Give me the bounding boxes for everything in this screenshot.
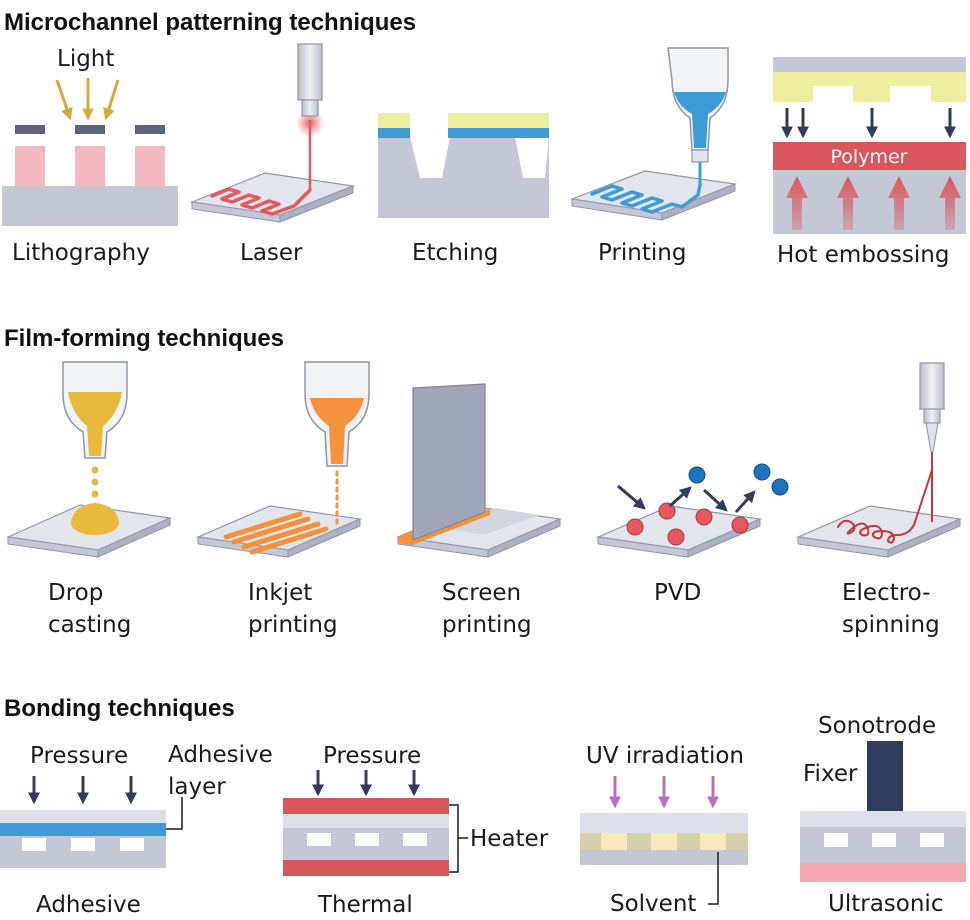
- polymer-label: Polymer: [831, 146, 908, 168]
- inkjet-printing-label-line1: Inkjet: [248, 580, 312, 606]
- photomask: [75, 125, 105, 134]
- photomask: [135, 125, 165, 134]
- mold-backplate: [773, 57, 966, 72]
- polymer-layer: [773, 142, 966, 170]
- drop-casting-label-line2: casting: [48, 612, 131, 638]
- laser-pattern: [210, 187, 312, 216]
- adhesive-layer-label-line2: layer: [168, 774, 226, 800]
- laser-illustration: [189, 43, 356, 223]
- light-arrow-icon: [103, 79, 120, 121]
- screen-printing-illustration: [395, 383, 563, 558]
- photoresist: [15, 146, 45, 186]
- laser-head-icon: [297, 43, 323, 101]
- heat-arrow-icon: [888, 176, 910, 230]
- patterning-section-title: Microchannel patterning techniques: [4, 9, 416, 36]
- etching-label: Etching: [412, 240, 498, 266]
- printing-illustration: [569, 47, 738, 221]
- hot-embossing-illustration: Polymer: [773, 57, 966, 234]
- lithography-label: Lithography: [12, 240, 150, 266]
- electrospinning-illustration: [795, 362, 963, 558]
- photomask: [15, 125, 45, 134]
- etching-illustration: [378, 113, 549, 218]
- film-section-title: Film-forming techniques: [4, 325, 284, 352]
- adhesive-layer: [0, 823, 166, 836]
- drop-casting-label-line1: Drop: [48, 580, 103, 606]
- printing-label: Printing: [598, 240, 686, 266]
- solvent-pointer-label: Solvent: [610, 891, 696, 917]
- adhesive-layer-label-line1: Adhesive: [168, 742, 273, 768]
- sonotrode-icon: [867, 741, 903, 811]
- printed-pattern: [590, 183, 702, 214]
- pressure-label: Pressure: [323, 743, 421, 769]
- laser-label: Laser: [240, 240, 303, 266]
- adhesive-bonding-illustration: Pressure Adhesive layer: [0, 742, 273, 868]
- thermal-bonding-illustration: Pressure Heater: [283, 743, 549, 876]
- bottom-heater: [283, 860, 449, 876]
- bonding-section-title: Bonding techniques: [4, 695, 235, 722]
- pressure-label: Pressure: [30, 743, 128, 769]
- light-arrow-icon: [55, 79, 73, 121]
- hot-embossing-label: Hot embossing: [777, 242, 949, 268]
- light-label: Light: [57, 46, 114, 72]
- uv-irradiation-label: UV irradiation: [586, 743, 744, 769]
- incident-arrow-icon: [617, 484, 646, 510]
- fixer-plate: [800, 863, 966, 882]
- screen-printing-label-line1: Screen: [442, 580, 521, 606]
- adhesive-label: Adhesive: [36, 892, 141, 918]
- sonotrode-label: Sonotrode: [818, 713, 936, 739]
- substrate: [2, 186, 178, 226]
- ejection-arrow-icon: [734, 490, 756, 514]
- spun-fiber: [837, 469, 933, 544]
- heat-arrow-icon: [837, 176, 859, 230]
- heater-label: Heater: [470, 826, 549, 852]
- embossing-mold: [773, 72, 966, 102]
- solvent-bonding-illustration: UV irradiation Solvent: [580, 743, 748, 917]
- electrospinning-label-line1: Electro-: [842, 580, 931, 606]
- ultrasonic-bonding-illustration: Sonotrode Fixer: [800, 713, 966, 882]
- screen-printing-label-line2: printing: [442, 612, 532, 638]
- inkjet-printing-label-line2: printing: [248, 612, 338, 638]
- heat-arrow-icon: [786, 176, 808, 230]
- top-heater: [283, 798, 449, 814]
- fixer-label: Fixer: [803, 761, 858, 787]
- lithography-illustration: Light: [2, 46, 178, 226]
- ultrasonic-label: Ultrasonic: [828, 891, 943, 917]
- heated-plate: [773, 170, 966, 234]
- incident-arrow-icon: [702, 488, 728, 512]
- pvd-label: PVD: [654, 580, 701, 606]
- drop-casting-illustration: [5, 361, 173, 558]
- squeegee-icon: [412, 383, 486, 541]
- heat-arrow-icon: [939, 176, 961, 230]
- electrospinning-label-line2: spinning: [842, 612, 940, 638]
- photoresist: [135, 146, 165, 186]
- ejection-arrow-icon: [668, 486, 692, 508]
- inkjet-printing-illustration: [195, 361, 370, 558]
- spinneret-icon: [919, 362, 945, 410]
- photoresist: [75, 146, 105, 186]
- pvd-illustration: [595, 463, 789, 558]
- thermal-label: Thermal: [317, 892, 413, 918]
